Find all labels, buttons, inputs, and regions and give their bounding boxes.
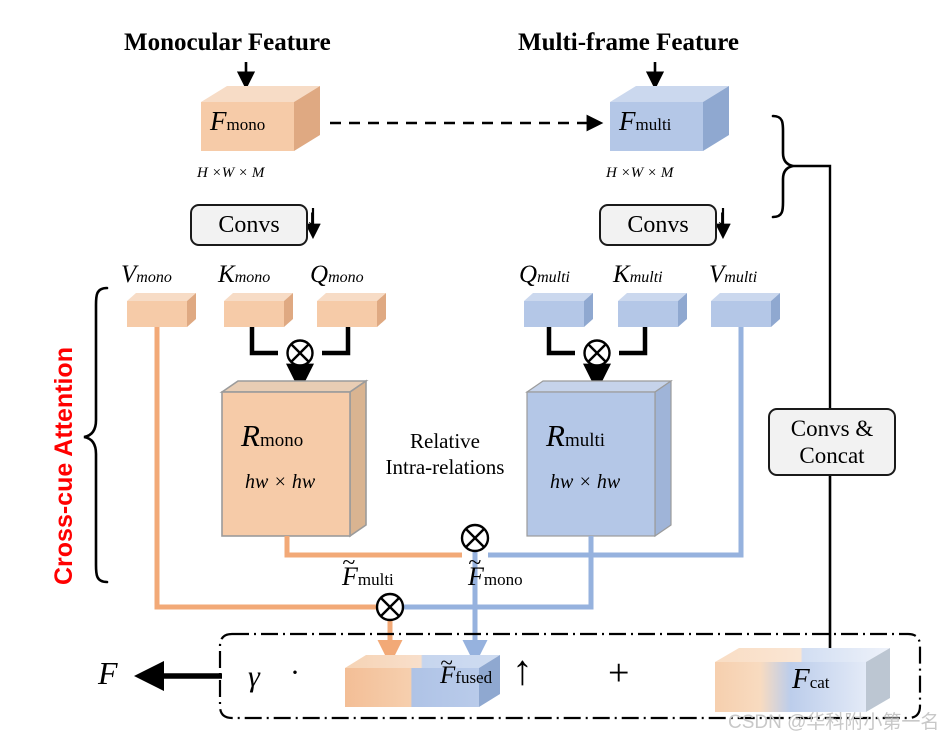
v-multi-sub: multi	[724, 269, 758, 286]
label-r-mono-shape: hw × hw	[245, 471, 316, 493]
slab-q-mono	[317, 293, 386, 327]
upsample-arrow-icon: ↑	[512, 648, 533, 694]
panel-r-multi	[525, 379, 673, 538]
convs-concat-line2: Concat	[799, 443, 865, 468]
caption-line2: Intra-relations	[385, 455, 505, 480]
label-f-cat: Fcat	[792, 665, 830, 694]
f-multi-letter: F	[619, 106, 636, 136]
q-multi-letter: Q	[519, 261, 538, 288]
down-arrow-icon-left: ↓	[306, 205, 317, 230]
side-label-cross-cue-attention: Cross-cue Attention	[50, 347, 78, 585]
cube-f-multi	[610, 86, 729, 151]
caption-line1: Relative	[410, 429, 480, 453]
cube-f-mono	[201, 86, 320, 151]
f-fused-sub: fused	[455, 668, 493, 687]
multiply-op-ftilde-multi	[375, 592, 405, 622]
k-mono-sub: mono	[234, 269, 271, 286]
r-multi-letter: R	[546, 418, 565, 453]
f-multi-sub: multi	[635, 115, 672, 134]
label-r-multi-shape: hw × hw	[550, 471, 621, 493]
label-ftilde-mono: ~F mono	[468, 551, 523, 591]
right-curly-brace	[771, 114, 794, 219]
wire-r-multi-blue	[403, 536, 594, 610]
label-q-multi: Qmulti	[519, 262, 570, 287]
multiply-op-ftilde-mono	[460, 523, 490, 553]
panel-r-mono	[219, 379, 369, 538]
q-mono-sub: mono	[328, 269, 364, 286]
slab-k-multi	[618, 293, 687, 327]
convs-box-right[interactable]: Convs	[599, 204, 717, 246]
cube-f-mono-label: Fmono	[210, 108, 265, 135]
v-multi-letter: V	[709, 261, 725, 288]
label-f-fused: ~F fused	[440, 651, 493, 689]
cube-f-multi-label: Fmulti	[619, 108, 671, 135]
k-mono-letter: K	[218, 261, 235, 288]
label-v-multi: Vmulti	[709, 262, 757, 287]
ftilde-mono-letter-wrap: ~F	[468, 551, 484, 591]
v-mono-sub: mono	[136, 269, 172, 286]
ftilde-multi-letter-wrap: ~F	[342, 551, 358, 591]
f-multi-dims: H ×W × M	[606, 165, 674, 181]
q-multi-sub: multi	[537, 269, 570, 286]
wire-r-mono-orange	[284, 536, 462, 558]
ftilde-mono-letter: F	[468, 562, 484, 591]
left-curly-brace	[83, 286, 109, 584]
slab-k-mono	[224, 293, 293, 327]
label-ftilde-multi: ~F multi	[342, 551, 394, 591]
label-final-output-F: F	[98, 655, 118, 691]
multiply-op-left-qk	[286, 339, 314, 367]
f-mono-sub: mono	[226, 115, 266, 134]
k-multi-letter: K	[613, 261, 630, 288]
f-fused-letter: F	[440, 662, 456, 689]
label-gamma-dot: ·	[290, 656, 300, 689]
slab-v-mono	[127, 293, 196, 327]
multiply-op-right-qk	[583, 339, 611, 367]
cube-f-cat	[715, 648, 890, 712]
tilde-accent-icon: ~	[440, 650, 453, 676]
caption-relative-intra-relations: Relative Intra-relations	[380, 428, 510, 481]
label-plus-operator: +	[608, 652, 630, 694]
f-cat-letter: F	[792, 663, 810, 695]
label-k-mono: Kmono	[218, 262, 270, 287]
q-mono-letter: Q	[310, 261, 329, 288]
tilde-accent-icon: ~	[342, 549, 356, 576]
v-mono-letter: V	[121, 261, 137, 288]
ftilde-mono-sub: mono	[483, 570, 523, 589]
watermark-text: CSDN @华科附小第一名	[728, 712, 940, 733]
wire-brace-to-concat-to-fcat	[793, 164, 838, 671]
convs-box-left[interactable]: Convs	[190, 204, 308, 246]
r-multi-sub: multi	[564, 430, 606, 451]
tilde-accent-icon: ~	[468, 549, 482, 576]
label-r-multi: Rmulti	[546, 420, 605, 451]
ftilde-multi-letter: F	[342, 562, 358, 591]
label-r-mono: Rmono	[241, 420, 303, 451]
cube-f-fused	[345, 655, 500, 707]
f-mono-letter: F	[210, 106, 227, 136]
down-arrow-icon-right: ↓	[716, 205, 727, 230]
convs-concat-box[interactable]: Convs & Concat	[768, 408, 896, 476]
f-mono-dims: H ×W × M	[197, 165, 265, 181]
r-mono-letter: R	[241, 418, 260, 453]
f-fused-letter-wrap: ~F	[440, 651, 456, 689]
wire-v-multi-blue	[488, 327, 744, 558]
k-multi-sub: multi	[629, 269, 663, 286]
title-multiframe-feature: Multi-frame Feature	[518, 29, 739, 56]
r-mono-sub: mono	[259, 430, 304, 451]
title-monocular-feature: Monocular Feature	[124, 29, 331, 56]
label-k-multi: Kmulti	[613, 262, 663, 287]
wire-v-mono-orange	[154, 327, 377, 610]
slab-v-multi	[711, 293, 780, 327]
label-q-mono: Qmono	[310, 262, 364, 287]
slab-q-multi	[524, 293, 593, 327]
ftilde-multi-sub: multi	[357, 570, 394, 589]
convs-concat-line1: Convs &	[790, 415, 874, 441]
label-gamma: γ	[248, 660, 260, 693]
f-cat-sub: cat	[809, 673, 830, 692]
label-v-mono: Vmono	[121, 262, 172, 287]
